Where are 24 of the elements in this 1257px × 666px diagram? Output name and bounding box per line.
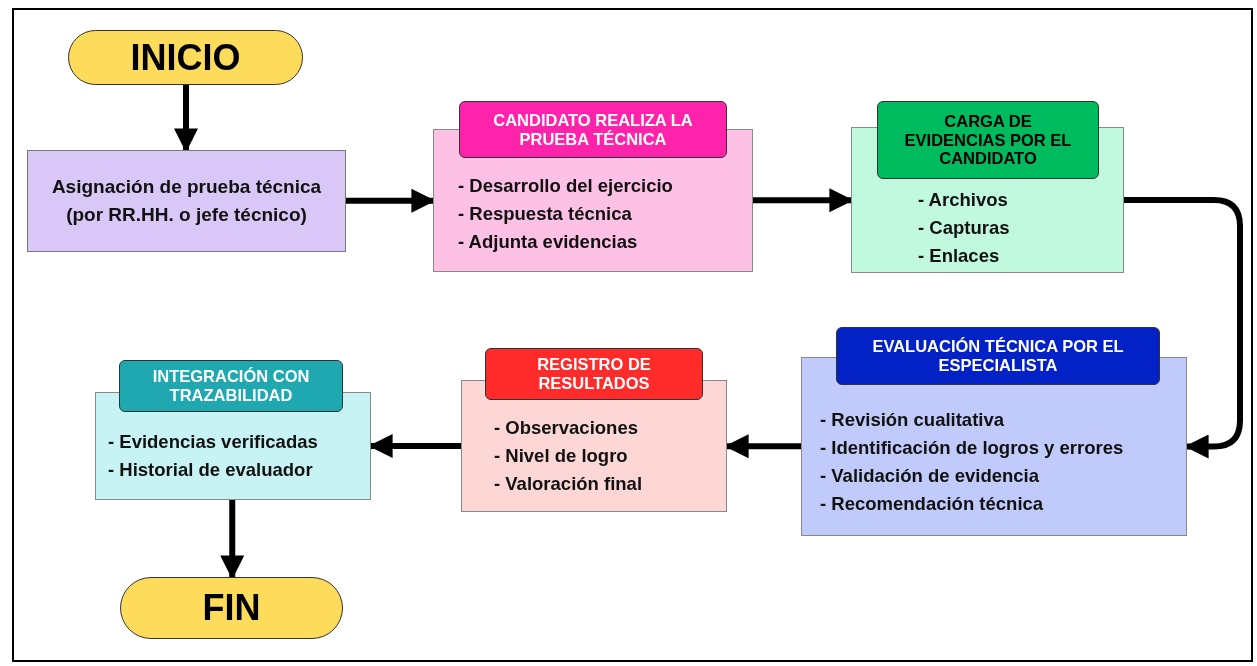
list-item: - Adjunta evidencias <box>458 229 639 254</box>
list-item: - Desarrollo del ejercicio <box>458 173 674 198</box>
card-header: INTEGRACIÓN CON TRAZABILIDAD <box>119 360 343 412</box>
list-item: - Identificación de logros y errores <box>820 435 1125 460</box>
list-item: - Observaciones <box>494 416 639 440</box>
list-item: - Historial de evaluador <box>108 458 314 482</box>
card-header: REGISTRO DE RESULTADOS <box>485 348 703 400</box>
list-item: - Enlaces <box>918 244 1001 268</box>
list-item: - Respuesta técnica <box>458 201 633 226</box>
list-item: - Nivel de logro <box>494 444 629 468</box>
list-item: - Capturas <box>918 216 1011 240</box>
list-item: - Recomendación técnica <box>820 491 1045 516</box>
list-item: - Evidencias verificadas <box>108 430 319 454</box>
list-item: - Revisión cualitativa <box>820 407 1006 432</box>
card-header: CANDIDATO REALIZA LA PRUEBA TÉCNICA <box>459 101 727 158</box>
process-text: Asignación de prueba técnica (por RR.HH. o jefe técnico) <box>50 175 323 227</box>
list-item: - Archivos <box>918 188 1009 212</box>
list-item: - Valoración final <box>494 472 644 496</box>
terminal-pill: INICIO <box>68 30 303 85</box>
card-header: CARGA DE EVIDENCIAS POR EL CANDIDATO <box>877 101 1099 179</box>
terminal-pill: FIN <box>120 577 343 639</box>
list-item: - Validación de evidencia <box>820 463 1040 488</box>
arrow <box>1124 197 1243 459</box>
card-header: EVALUACIÓN TÉCNICA POR EL ESPECIALISTA <box>836 327 1160 385</box>
